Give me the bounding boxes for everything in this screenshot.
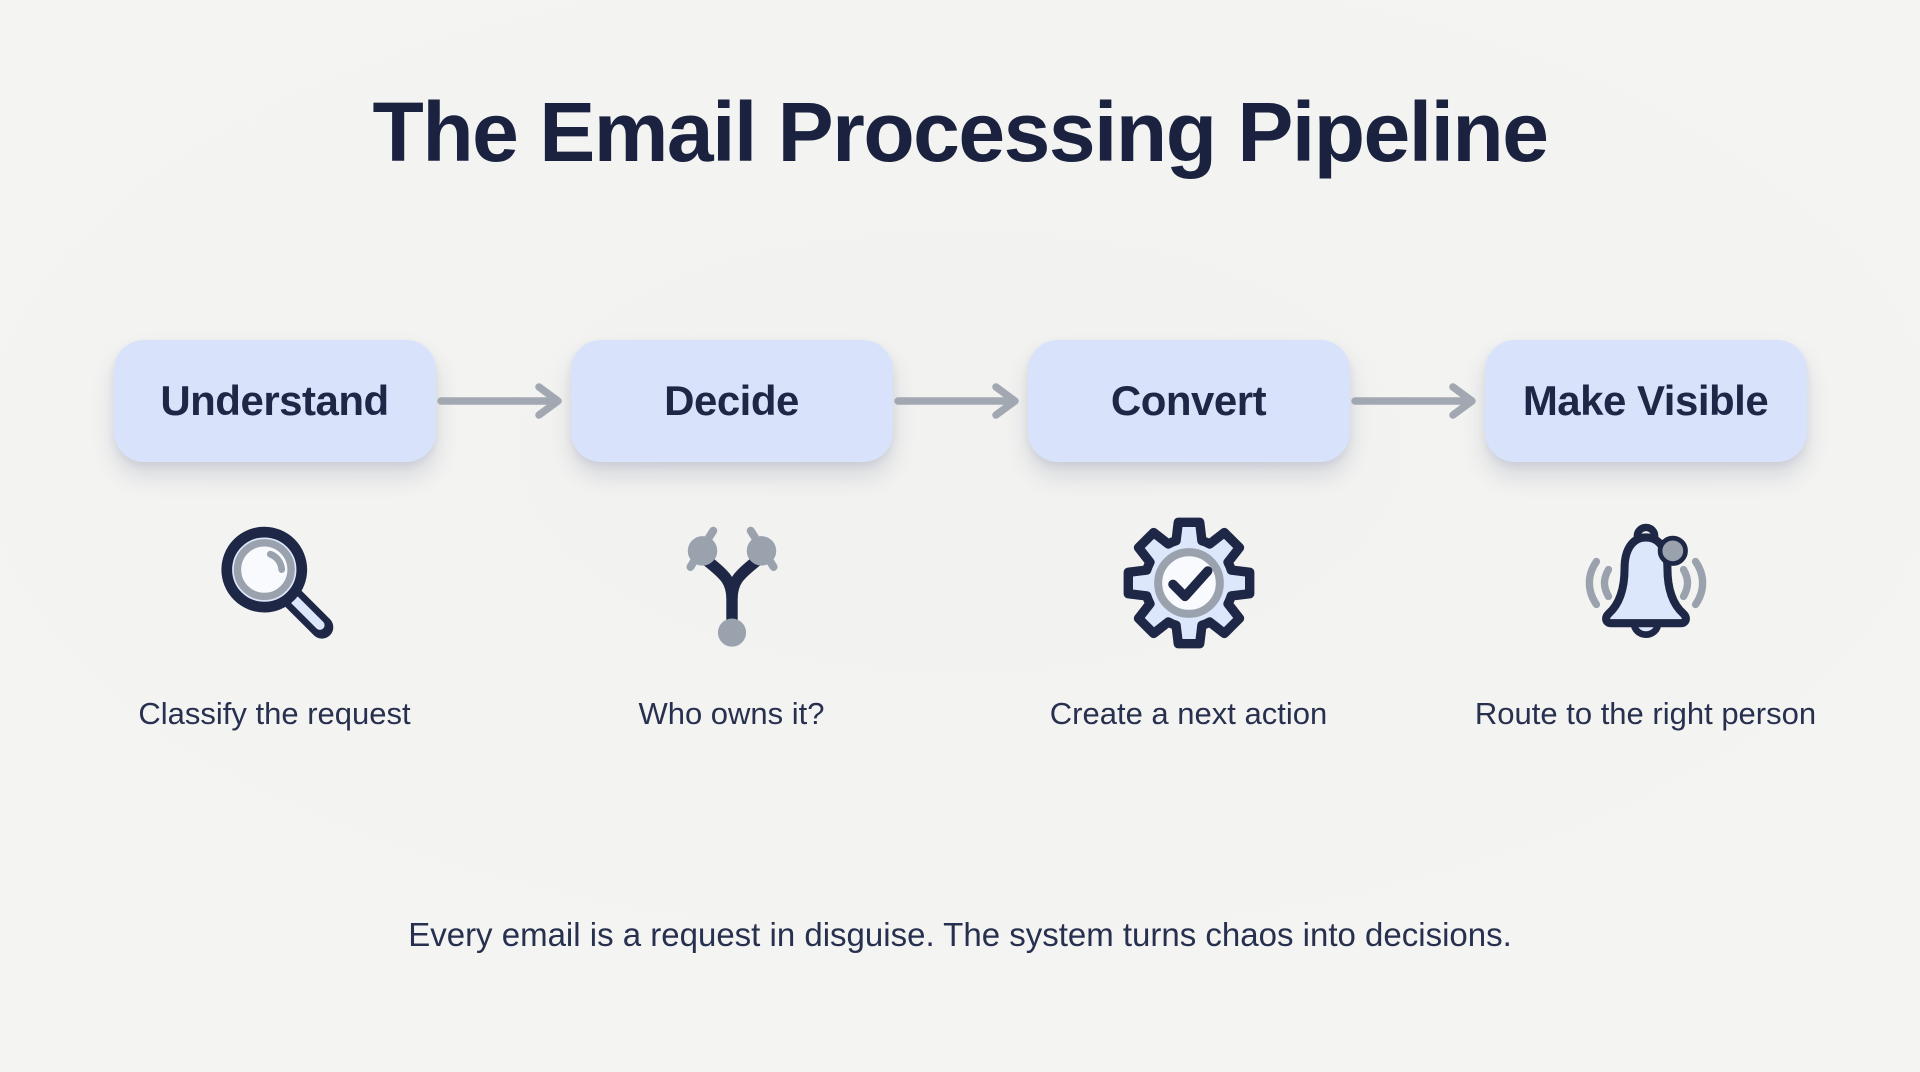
magnifier-icon xyxy=(206,516,344,650)
stage-pill-make-visible: Make Visible xyxy=(1484,340,1807,462)
stage-decide: Decide Who owns it? xyxy=(503,340,960,732)
stage-convert: Convert Create a next action xyxy=(960,340,1417,732)
stage-label: Decide xyxy=(664,377,799,424)
stage-pill-convert: Convert xyxy=(1027,340,1350,462)
stage-make-visible: Make Visible Route to the right person xyxy=(1417,340,1874,732)
stage-caption: Create a next action xyxy=(1049,696,1328,731)
stage-caption: Route to the right person xyxy=(1474,696,1817,731)
gear-check-icon xyxy=(1120,516,1258,650)
flow-arrow-icon xyxy=(1351,383,1476,419)
stage-caption: Who owns it? xyxy=(638,696,825,731)
stage-understand: Understand Classify the request xyxy=(46,340,503,732)
branch-icon xyxy=(663,516,801,650)
stage-pill-decide: Decide xyxy=(570,340,893,462)
stage-caption: Classify the request xyxy=(138,696,411,731)
tagline: Every email is a request in disguise. Th… xyxy=(408,916,1512,953)
bell-icon xyxy=(1577,516,1715,650)
pipeline-stages: Understand Classify the request Decide xyxy=(46,340,1874,732)
stage-label: Convert xyxy=(1110,377,1267,424)
page-title: The Email Processing Pipeline xyxy=(372,85,1549,179)
stage-label: Make Visible xyxy=(1522,377,1769,424)
stage-pill-understand: Understand xyxy=(113,340,436,462)
flow-arrow-icon xyxy=(437,383,562,419)
stage-label: Understand xyxy=(160,377,389,424)
flow-arrow-icon xyxy=(894,383,1019,419)
